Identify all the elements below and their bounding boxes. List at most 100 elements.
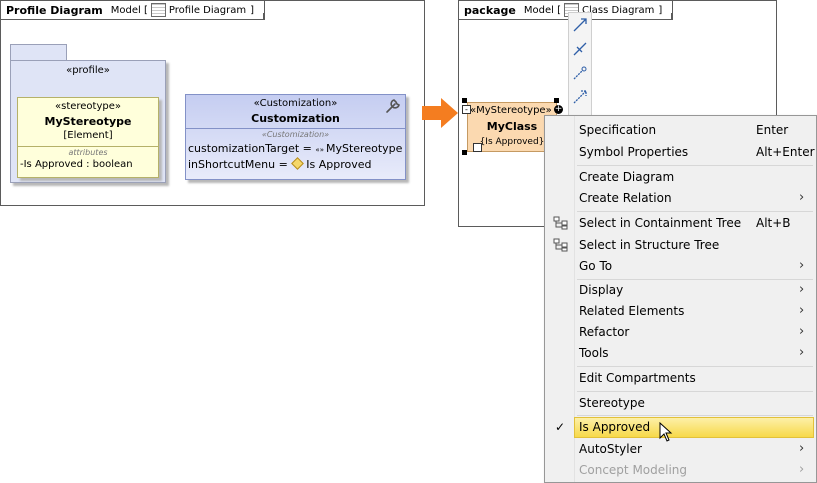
menu-item-label: AutoStyler [579, 442, 642, 456]
menu-item-tools[interactable]: Tools › [545, 343, 816, 364]
attributes-compartment-label: attributes [68, 148, 108, 157]
submenu-arrow-icon: › [799, 258, 805, 273]
menu-item-select-in-structure-tree[interactable]: Select in Structure Tree [545, 235, 816, 256]
profile-diagram-frame: Profile Diagram Model [ Profile Diagram … [0, 0, 425, 206]
in-shortcut-menu-label: inShortcutMenu = [188, 158, 292, 171]
menu-separator [577, 165, 813, 166]
menu-item-display[interactable]: Display › [545, 280, 816, 301]
stereotype-name: MyStereotype [44, 115, 132, 128]
menu-separator [577, 211, 813, 212]
context-menu: Specification Enter Symbol Properties Al… [544, 115, 817, 483]
frame-model-prefix: Model [ [110, 4, 148, 16]
resize-handle-ne[interactable] [554, 98, 559, 103]
menu-item-shortcut: Alt+Enter [756, 145, 815, 159]
stereotype-metaclass: [Element] [63, 130, 113, 141]
customization-name: Customization [251, 112, 340, 125]
menu-item-go-to[interactable]: Go To › [545, 256, 816, 277]
menu-separator [577, 279, 813, 280]
customization-target-label: customizationTarget = [188, 142, 316, 155]
generalization-tool-icon[interactable] [572, 41, 588, 57]
menu-item-stereotype[interactable]: Stereotype [545, 393, 816, 414]
submenu-arrow-icon: › [799, 324, 805, 339]
menu-item-shortcut: Enter [756, 123, 789, 137]
customization-compartment-label: «Customization» [261, 130, 330, 139]
menu-item-label: Stereotype [579, 396, 645, 410]
collapse-icon[interactable]: - [462, 105, 471, 114]
dependency-tool-icon[interactable] [572, 65, 588, 81]
menu-item-label: Display [579, 283, 624, 297]
menu-item-label: Select in Containment Tree [579, 216, 742, 230]
structure-tree-icon [553, 238, 568, 252]
frame-model-prefix: Model [ [523, 4, 561, 16]
transition-arrow-icon [422, 98, 458, 128]
stereotype-ref-icon: «» [315, 146, 324, 154]
frame-diagram-name: Class Diagram [582, 4, 655, 16]
submenu-arrow-icon: › [799, 303, 805, 318]
customization-target-value: MyStereotype [325, 142, 403, 155]
menu-item-concept-modeling: Concept Modeling › [545, 460, 816, 481]
frame-bracket-close: ] [658, 4, 663, 16]
menu-item-autostyler[interactable]: AutoStyler › [545, 439, 816, 460]
myclass-element[interactable]: «MyStereotype» MyClass {Is Approved} [467, 102, 557, 152]
menu-item-label: Concept Modeling [579, 463, 688, 477]
menu-item-create-diagram[interactable]: Create Diagram [545, 167, 816, 188]
menu-item-is-approved[interactable]: ✓ Is Approved [545, 417, 816, 442]
submenu-arrow-icon: › [799, 345, 805, 360]
menu-item-label: Go To [579, 259, 613, 273]
customization-element[interactable]: «Customization» Customization «Customiza… [185, 94, 406, 180]
frame-title: package [464, 3, 516, 17]
resize-handle-sw[interactable] [462, 150, 467, 155]
containment-tree-icon [553, 216, 568, 230]
association-tool-icon[interactable] [572, 17, 588, 33]
menu-separator [577, 391, 813, 392]
menu-item-label: Create Relation [579, 191, 672, 205]
menu-item-shortcut: Alt+B [756, 216, 791, 230]
shortcut-icon[interactable] [473, 143, 482, 152]
menu-item-refactor[interactable]: Refactor › [545, 322, 816, 343]
submenu-arrow-icon: › [799, 282, 805, 297]
mystereotype-element[interactable]: «stereotype» MyStereotype [Element] attr… [17, 97, 159, 178]
profile-stereotype-label: «profile» [66, 65, 110, 76]
class-diagram-frame-tab[interactable]: package Model [ Class Diagram ] [459, 1, 674, 20]
in-shortcut-menu-value: Is Approved [306, 158, 372, 171]
menu-item-specification[interactable]: Specification Enter [545, 120, 816, 141]
class-tag: {Is Approved} [479, 137, 545, 147]
class-stereotype: «MyStereotype» [470, 105, 552, 116]
checkmark-icon: ✓ [555, 420, 566, 434]
menu-item-label: Specification [579, 123, 657, 137]
menu-item-related-elements[interactable]: Related Elements › [545, 301, 816, 322]
submenu-arrow-icon: › [799, 441, 805, 456]
menu-item-edit-compartments[interactable]: Edit Compartments [545, 368, 816, 389]
property-icon [291, 157, 305, 170]
smart-manipulator-toolbar [568, 12, 592, 119]
diagram-icon [150, 3, 166, 17]
stereotype-keyword: «stereotype» [54, 101, 122, 112]
profile-diagram-frame-tab[interactable]: Profile Diagram Model [ Profile Diagram … [1, 1, 265, 20]
menu-item-label: Select in Structure Tree [579, 238, 720, 252]
menu-item-label: Edit Compartments [579, 371, 696, 385]
compartment-divider [18, 146, 158, 147]
menu-separator [577, 415, 813, 416]
menu-item-label: Refactor [579, 325, 630, 339]
menu-item-symbol-properties[interactable]: Symbol Properties Alt+Enter [545, 142, 816, 163]
menu-separator [577, 366, 813, 367]
submenu-arrow-icon: › [799, 462, 805, 477]
menu-item-create-relation[interactable]: Create Relation › [545, 188, 816, 209]
usage-tool-icon[interactable] [572, 89, 588, 105]
menu-item-label: Related Elements [579, 304, 685, 318]
attribute-is-approved[interactable]: -Is Approved : boolean [20, 159, 133, 170]
menu-item-label: Create Diagram [579, 170, 675, 184]
resize-handle-nw[interactable] [462, 98, 467, 103]
frame-bracket-close: ] [250, 4, 254, 16]
customization-target-row[interactable]: customizationTarget = «»MyStereotype [188, 142, 402, 155]
menu-item-label: Is Approved [579, 420, 651, 434]
mouse-cursor-icon [659, 422, 673, 442]
menu-icon-gutter [545, 116, 575, 482]
menu-item-highlight [574, 417, 814, 438]
menu-item-select-in-containment-tree[interactable]: Select in Containment Tree Alt+B [545, 213, 816, 234]
compartment-divider [186, 128, 405, 129]
menu-item-label: Symbol Properties [579, 145, 689, 159]
wrench-icon [386, 99, 400, 113]
add-icon[interactable]: + [554, 104, 563, 114]
in-shortcut-menu-row[interactable]: inShortcutMenu = Is Approved [188, 157, 372, 171]
